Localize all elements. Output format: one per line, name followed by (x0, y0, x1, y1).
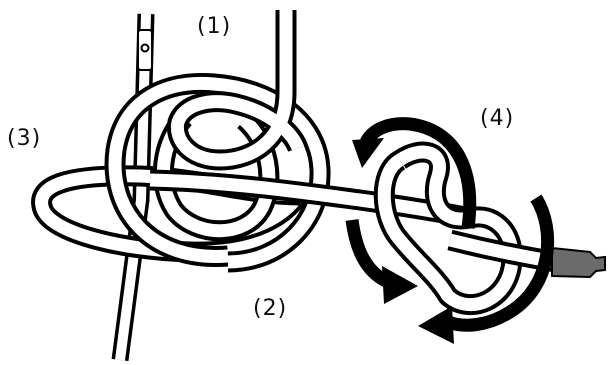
rotation-arrows (345, 117, 554, 344)
arrow-left (345, 219, 392, 288)
standing-rope (111, 13, 155, 362)
arrow-top-head (352, 138, 384, 168)
arrow-bottom (445, 194, 554, 332)
arrow-bottom-head (418, 306, 454, 344)
arrow-left-head (382, 266, 418, 304)
main-loop-rope (104, 72, 331, 273)
arrow-top (360, 117, 477, 229)
step-1-label: (1) (197, 14, 232, 39)
step-3-label: (3) (7, 126, 42, 151)
rope-end-cap (551, 246, 606, 279)
rope-tail (447, 229, 606, 279)
step-4-label: (4) (480, 106, 515, 131)
inner-loop-rope (153, 110, 280, 242)
working-end-rope-top (166, 10, 308, 171)
step-2-label: (2) (253, 296, 288, 321)
